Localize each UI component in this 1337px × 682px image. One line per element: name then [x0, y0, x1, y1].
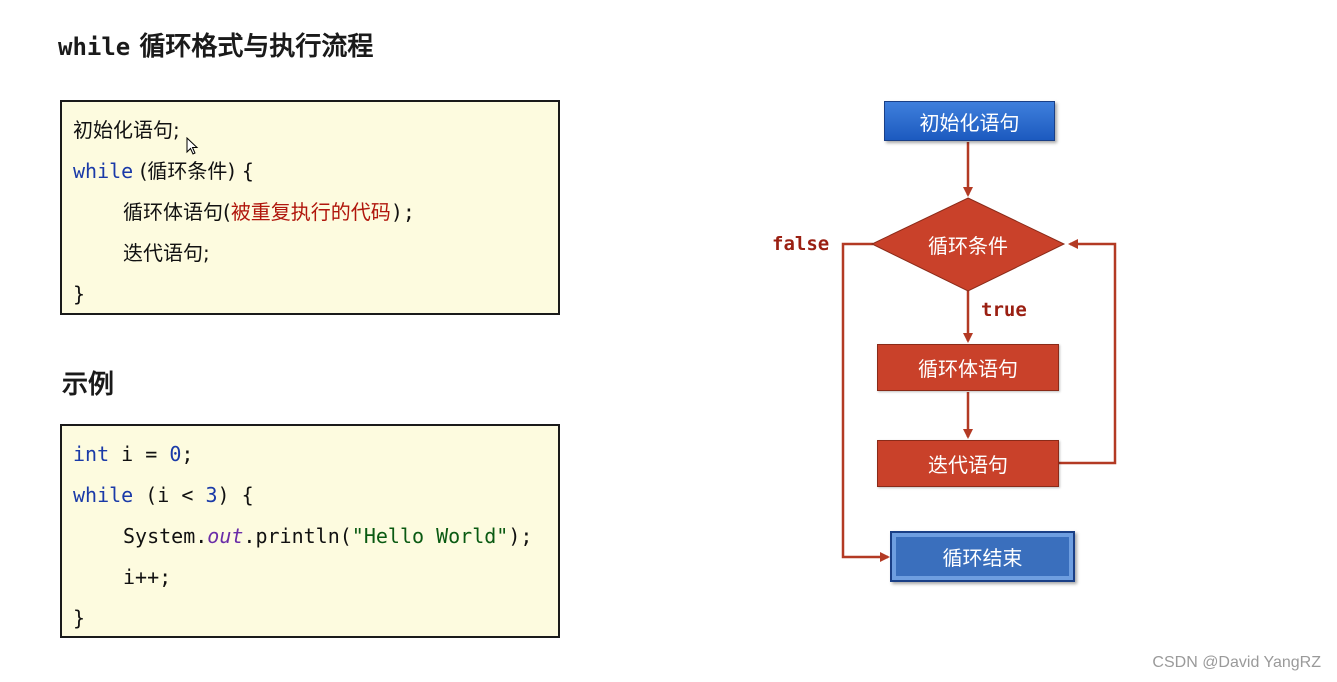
closing-brace: } [73, 282, 86, 306]
example-title: 示例 [62, 370, 115, 400]
code-line: 初始化语句; [73, 110, 558, 151]
number-literal: 0 [169, 442, 182, 466]
init-node: 初始化语句 [884, 101, 1055, 141]
code-text: i = [109, 442, 170, 466]
code-text: ) { [217, 483, 254, 507]
loop-body-text: 循环体语句( [123, 200, 231, 224]
while-keyword: while [73, 159, 134, 183]
code-line: int i = 0; [73, 434, 558, 475]
loop-body-end: ); [390, 200, 415, 224]
loop-condition-text: (循环条件) { [133, 159, 255, 183]
code-line: while (i < 3) { [73, 475, 558, 516]
code-text: ); [508, 524, 533, 548]
watermark: CSDN @David YangRZ [1152, 654, 1321, 671]
code-line: System.out.println("Hello World"); [73, 516, 558, 557]
number-literal: 3 [205, 483, 218, 507]
code-text: .println( [243, 524, 352, 548]
title-keyword: while [58, 33, 131, 61]
title-text: 循环格式与执行流程 [139, 32, 374, 62]
string-literal: "Hello World" [351, 524, 509, 548]
iterate-node: 迭代语句 [877, 440, 1059, 487]
code-line: } [73, 274, 558, 315]
mouse-cursor-icon [186, 137, 199, 155]
code-line: i++; [73, 557, 558, 598]
int-keyword: int [73, 442, 110, 466]
end-node: 循环结束 [890, 531, 1075, 582]
example-code-box: int i = 0; while (i < 3) { System.out.pr… [60, 424, 560, 638]
body-node: 循环体语句 [877, 344, 1059, 391]
code-line: while (循环条件) { [73, 151, 558, 192]
out-field: out [207, 524, 244, 548]
page-title: while 循环格式与执行流程 [58, 26, 373, 63]
true-label: true [981, 299, 1027, 321]
code-text: i++; [123, 565, 172, 589]
code-text: (i < [133, 483, 206, 507]
code-line: } [73, 598, 558, 639]
condition-diamond [870, 197, 1066, 292]
syntax-code-box: 初始化语句; while (循环条件) { 循环体语句(被重复执行的代码); 迭… [60, 100, 560, 315]
code-text: System. [123, 524, 208, 548]
code-text: ; [181, 442, 194, 466]
loop-body-note: 被重复执行的代码 [230, 200, 391, 224]
iterate-statement: 迭代语句; [123, 241, 210, 265]
condition-node-label: 循环条件 [928, 233, 1008, 258]
arrow-condition-to-end [841, 242, 890, 562]
false-label: false [772, 233, 830, 255]
while-keyword: while [73, 483, 134, 507]
code-line: 迭代语句; [73, 233, 558, 274]
closing-brace: } [73, 606, 86, 630]
code-line: 循环体语句(被重复执行的代码); [73, 192, 558, 233]
init-statement: 初始化语句; [73, 118, 180, 142]
arrow-iterate-to-condition [1059, 239, 1117, 465]
